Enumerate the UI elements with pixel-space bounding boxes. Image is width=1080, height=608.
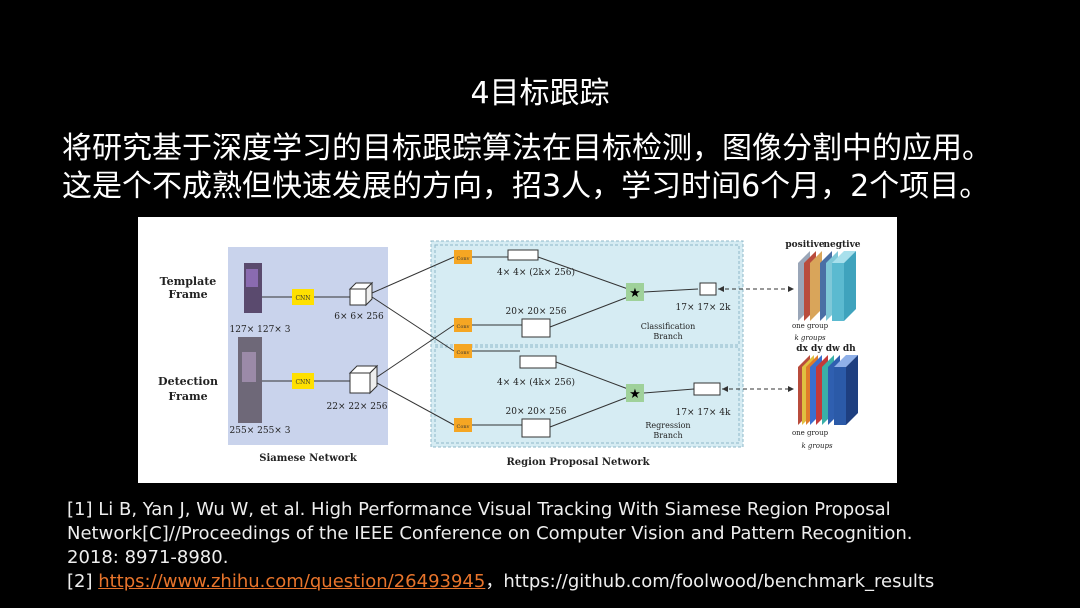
template-feature-cube xyxy=(348,281,374,307)
detection-frame-label-2: Frame xyxy=(168,390,207,403)
reference-2: [2] https://www.zhihu.com/question/26493… xyxy=(67,570,1067,594)
reference-2-prefix: [2] xyxy=(67,571,99,592)
detection-frame-label-1: Detection xyxy=(158,375,218,388)
zhihu-link[interactable]: https://www.zhihu.com/question/26493945 xyxy=(98,571,486,592)
cls-output-label: 17× 17× 2k xyxy=(676,303,731,313)
reg-correlation-star xyxy=(626,384,644,402)
reg-search-label: 20× 20× 256 xyxy=(506,407,567,417)
regression-branch-box xyxy=(434,346,740,444)
detection-feature-cube xyxy=(348,364,379,395)
regression-branch-label-1: Regression xyxy=(645,421,690,430)
svg-text:Conv: Conv xyxy=(457,424,470,430)
svg-text:Conv: Conv xyxy=(457,350,470,356)
svg-text:Conv: Conv xyxy=(457,256,470,262)
reg-output-feature xyxy=(693,382,721,396)
svg-text:CNN: CNN xyxy=(295,295,310,302)
positive-label: positive xyxy=(785,240,825,250)
github-link-text: https://github.com/foolwood/benchmark_re… xyxy=(503,571,935,592)
detection-cnn-block xyxy=(292,373,314,389)
regression-branch-label-2: Branch xyxy=(653,431,682,440)
svg-text:★: ★ xyxy=(629,387,641,402)
classification-branch-box xyxy=(434,244,740,346)
cls-one-group-label: one group xyxy=(792,322,829,330)
cls-kernel-feature xyxy=(507,249,539,261)
references: [1] Li B, Yan J, Wu W, et al. High Perfo… xyxy=(67,498,1067,594)
svg-text:CNN: CNN xyxy=(295,379,310,386)
reference-1-line-1: [1] Li B, Yan J, Wu W, et al. High Perfo… xyxy=(67,499,891,520)
cls-correlation-star xyxy=(626,283,644,301)
cls-kernel-label: 4× 4× (2k× 256) xyxy=(497,267,575,278)
template-frame-label-1: Template xyxy=(160,275,217,288)
cls-search-label: 20× 20× 256 xyxy=(506,307,567,317)
reg-one-group-label: one group xyxy=(792,429,829,437)
classification-branch-label-2: Branch xyxy=(653,332,682,341)
reg-coord-labels: dx dy dw dh xyxy=(796,344,856,354)
svg-text:★: ★ xyxy=(629,286,641,301)
negtive-label: negtive xyxy=(823,240,860,250)
reference-1-line-3: 2018: 8971-8980. xyxy=(67,547,229,568)
template-frame-label-2: Frame xyxy=(168,288,207,301)
body-line-1: 将研究基于深度学习的目标跟踪算法在目标检测，图像分割中的应用。 xyxy=(62,131,992,166)
rpn-label: Region Proposal Network xyxy=(507,457,651,468)
classification-branch-label-1: Classification xyxy=(641,322,696,331)
detection-feature-label: 22× 22× 256 xyxy=(327,402,388,412)
reg-kernel-feature xyxy=(519,355,557,369)
figure-diagram: Template Frame Detection Frame 127× 127×… xyxy=(158,240,861,468)
svg-text:Conv: Conv xyxy=(457,324,470,330)
slide-body: 将研究基于深度学习的目标跟踪算法在目标检测，图像分割中的应用。 这是个不成熟但快… xyxy=(62,130,1062,206)
cls-search-feature xyxy=(521,318,551,338)
body-line-2: 这是个不成熟但快速发展的方向，招3人，学习时间6个月，2个项目。 xyxy=(62,169,990,204)
conv-blocks xyxy=(454,250,472,432)
reference-2-separator: ， xyxy=(485,571,504,592)
reg-kernel-label: 4× 4× (4k× 256) xyxy=(497,377,575,388)
reg-search-feature xyxy=(521,418,551,438)
siamese-rpn-figure: Template Frame Detection Frame 127× 127×… xyxy=(138,217,897,483)
siamese-network-label: Siamese Network xyxy=(259,453,358,464)
cls-k-groups-label: k groups xyxy=(794,334,825,342)
reference-1-line-2: Network[C]//Proceedings of the IEEE Conf… xyxy=(67,523,913,544)
reg-output-label: 17× 17× 4k xyxy=(676,408,731,418)
detection-size-label: 255× 255× 3 xyxy=(230,426,291,436)
reg-output-stack xyxy=(798,355,858,425)
template-cnn-block xyxy=(292,289,314,305)
reg-k-groups-label: k groups xyxy=(801,442,832,450)
cls-output-feature xyxy=(699,282,717,296)
template-size-label: 127× 127× 3 xyxy=(230,325,291,335)
template-feature-label: 6× 6× 256 xyxy=(334,312,384,322)
cls-output-stack xyxy=(798,251,856,321)
slide-title: 4目标跟踪 xyxy=(470,76,610,111)
